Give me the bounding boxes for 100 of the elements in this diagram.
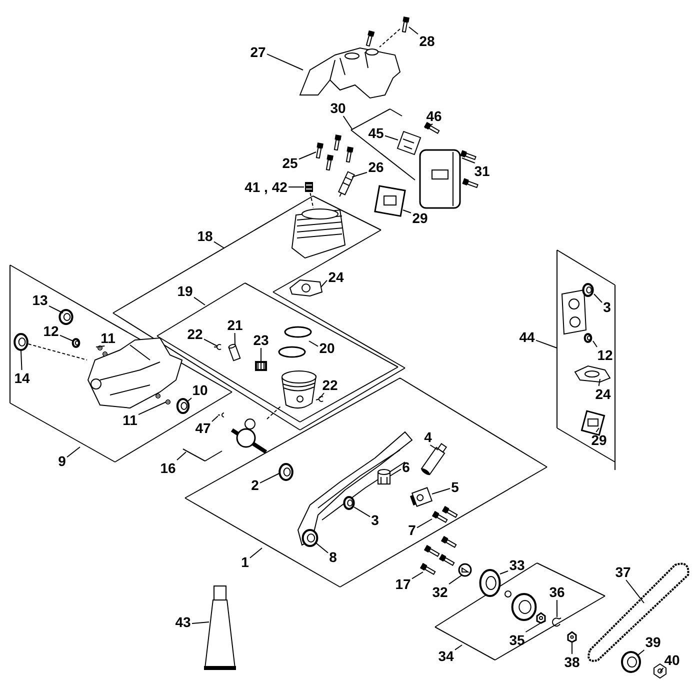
leader-line (260, 472, 280, 484)
nut-drawing (567, 631, 577, 643)
callout-number: 7 (408, 523, 416, 537)
leader-line (192, 622, 210, 624)
bushing-drawing (378, 469, 390, 484)
leader-line (204, 338, 218, 346)
leader-line (408, 26, 418, 35)
leader-line (212, 416, 218, 422)
leader-line (298, 152, 316, 160)
leader-line (188, 398, 192, 402)
gasket-drawing (289, 279, 323, 296)
callout-number: 12 (597, 348, 613, 362)
leader-line (316, 542, 328, 554)
bearing-drawing (278, 463, 294, 481)
leader-line (384, 135, 398, 140)
leader-line (308, 340, 318, 347)
leader-line (424, 124, 434, 128)
callout-number: 2 (251, 478, 259, 492)
leader-line (214, 241, 224, 248)
leader-line (266, 54, 304, 70)
callout-number: 32 (432, 585, 448, 599)
leader-line (596, 428, 600, 432)
callout-number: 22 (322, 378, 338, 392)
ring-drawing (582, 283, 594, 297)
callout-number: 41 , 42 (244, 180, 288, 194)
leader-line (454, 644, 462, 650)
callout-number: 12 (43, 324, 59, 338)
leader-line (194, 296, 206, 306)
callout-number: 14 (14, 371, 30, 385)
leader-line (66, 446, 80, 458)
leader-line (638, 650, 645, 656)
callout-number: 17 (395, 577, 411, 591)
leader-line (525, 620, 544, 632)
callout-number: 27 (250, 45, 266, 59)
callout-number: 26 (368, 160, 384, 174)
screw-drawing (424, 122, 440, 134)
screw-drawing (460, 150, 476, 160)
callout-number: 30 (330, 101, 346, 115)
callout-number: 29 (591, 433, 607, 447)
callout-number: 24 (328, 270, 344, 284)
callout-number: 25 (282, 156, 298, 170)
pin-drawing (228, 344, 241, 362)
pin-drawing (156, 394, 170, 404)
callout-number: 23 (253, 333, 269, 347)
callout-number: 22 (187, 327, 203, 341)
leader-line (20, 350, 22, 370)
gasket-drawing (574, 365, 611, 382)
callout-number: 11 (100, 331, 116, 345)
screw-drawing (316, 142, 324, 159)
leader-line (260, 348, 262, 362)
leader-line (138, 402, 166, 416)
leader-line (320, 280, 328, 288)
gasket-drawing (580, 410, 606, 436)
callout-number: 6 (402, 460, 410, 474)
leader-line (48, 305, 64, 314)
leader-line (556, 600, 558, 618)
crankshaft-drawing (230, 418, 268, 454)
cylinder-drawing (291, 208, 346, 259)
washer-drawing (458, 563, 472, 577)
callout-number: 29 (412, 211, 428, 225)
clip-drawing (214, 344, 222, 350)
nut-drawing (536, 612, 546, 624)
clip-drawing (316, 396, 324, 402)
ring-drawing (552, 618, 562, 627)
callout-number: 1 (241, 555, 249, 569)
leader-line (390, 468, 402, 476)
ring-drawing (72, 338, 80, 348)
bracket-drawing (410, 487, 433, 507)
cover-drawing (299, 47, 401, 99)
alignment-line (28, 344, 88, 360)
clip-drawing (218, 412, 224, 418)
leader-line (354, 506, 370, 518)
callout-number: 21 (227, 318, 243, 332)
leader-line (96, 346, 106, 348)
screw-drawing (402, 16, 410, 33)
leader-line (660, 668, 664, 672)
ring-drawing (278, 326, 312, 358)
leader-line (448, 574, 462, 585)
leader-line (352, 172, 368, 178)
callout-number: 46 (426, 109, 442, 123)
callout-number: 8 (329, 550, 337, 564)
callout-number: 36 (549, 585, 565, 599)
leader-line (592, 340, 598, 348)
leader-line (626, 580, 644, 604)
callout-number: 16 (160, 461, 176, 475)
callout-number: 3 (603, 300, 611, 314)
leader-line (342, 116, 352, 130)
ring-drawing (621, 651, 641, 673)
callout-number: 18 (197, 229, 213, 243)
callout-number: 11 (122, 413, 138, 427)
piston-drawing (282, 370, 316, 409)
ring-drawing (343, 496, 355, 510)
plate-drawing (396, 130, 422, 156)
shaft-drawing (420, 443, 448, 476)
callout-number: 45 (368, 126, 384, 140)
callout-number: 34 (438, 649, 454, 663)
callout-number: 47 (195, 421, 211, 435)
leader-line (594, 294, 602, 304)
callout-number: 38 (564, 655, 580, 669)
leader-line (432, 488, 450, 494)
